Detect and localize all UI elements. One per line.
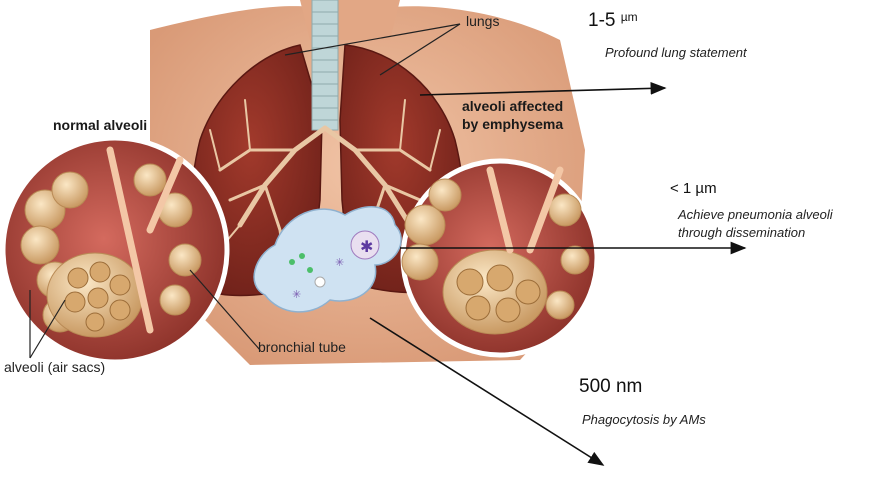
particle-size-1-5um: 1-5 µm — [588, 10, 638, 32]
particle-desc-1-5um: Profound lung statement — [605, 45, 747, 60]
bronchial-tube-label: bronchial tube — [258, 339, 346, 355]
virus-particle-icon: ✱ — [360, 239, 373, 256]
normal-alveoli-label: normal alveoli — [53, 117, 147, 133]
particle-size-500nm: 500 nm — [579, 376, 642, 398]
emphysema-label-line1: alveoli affected — [462, 98, 563, 114]
trachea — [312, 0, 338, 130]
lungs-label: lungs — [466, 13, 499, 29]
svg-text:✳: ✳ — [335, 257, 344, 269]
particle-desc-lt-1um-line2: through dissemination — [678, 225, 805, 240]
air-sacs-label: alveoli (air sacs) — [4, 359, 105, 375]
emphysema-label-line2: by emphysema — [462, 116, 563, 132]
particle-desc-lt-1um-line1: Achieve pneumonia alveoli — [678, 207, 833, 222]
particle-size-lt-1um: < 1 µm — [670, 180, 717, 197]
particle-desc-500nm: Phagocytosis by AMs — [582, 412, 706, 427]
svg-text:✳: ✳ — [292, 289, 301, 301]
